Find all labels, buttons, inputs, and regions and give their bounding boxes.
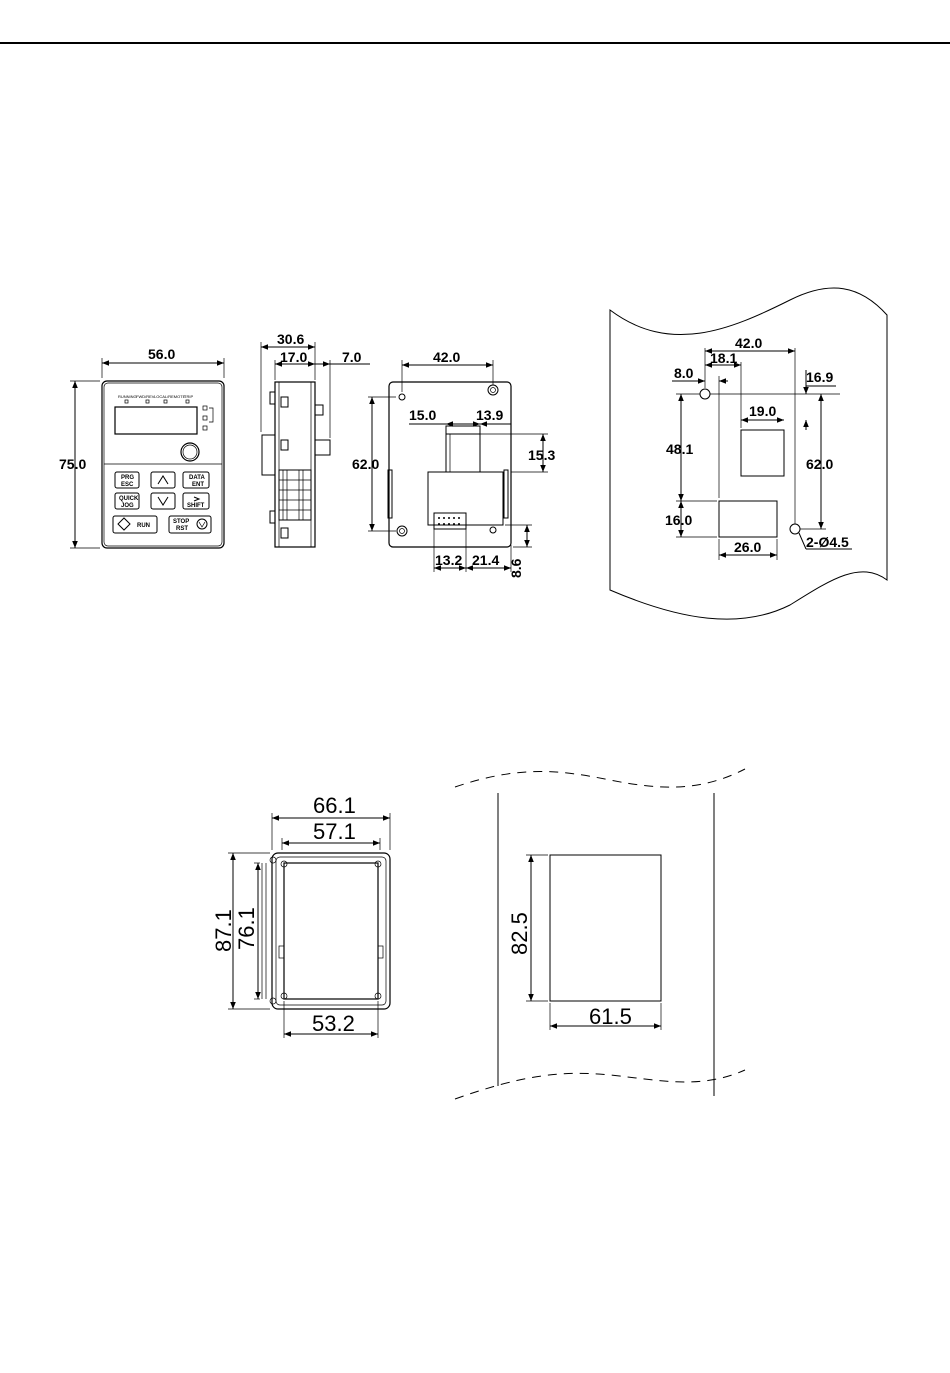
rst-key-label: RST — [176, 526, 188, 532]
dim-cutout-hole-height: 62.0 — [806, 456, 833, 472]
dim-bracket-inner-width: 57.1 — [313, 819, 356, 844]
dim-cutout-offset-c: 16.9 — [806, 369, 833, 385]
dim-side-protrusion: 7.0 — [342, 349, 362, 365]
dim-front-width: 56.0 — [148, 346, 175, 362]
data-key-label: DATA — [189, 475, 205, 481]
panel-mounting-cutout: 42.0 18.1 8.0 16.9 19.0 48.1 62.0 16.0 2… — [610, 288, 887, 619]
dim-bracket-cutout-height: 82.5 — [507, 912, 532, 955]
keypad-side-view: 30.6 17.0 7.0 — [261, 331, 370, 547]
bracket-panel-cutout: 82.5 61.5 — [455, 769, 745, 1099]
dim-back-b: 13.9 — [476, 407, 503, 423]
dim-back-f: 8.6 — [508, 558, 524, 578]
dim-side-body: 17.0 — [280, 349, 307, 365]
mounting-bracket-view: 66.1 57.1 87.1 76.1 53.2 — [211, 793, 390, 1038]
lcd-display — [115, 407, 197, 434]
indicator-label-trip: TRIP — [184, 394, 193, 399]
dim-bracket-outer-height: 87.1 — [211, 909, 236, 952]
dim-back-e: 21.4 — [472, 552, 499, 568]
ent-key-label: ENT — [192, 482, 204, 488]
indicator-label-running: RUNNING — [118, 394, 137, 399]
indicator-label-fwd-rev: FWD/REV — [136, 394, 155, 399]
stop-key-label: STOP — [173, 519, 189, 525]
potentiometer-knob — [181, 443, 199, 461]
dim-side-depth: 30.6 — [277, 331, 304, 347]
run-key-label: RUN — [137, 523, 150, 529]
dim-bracket-bottom-width: 53.2 — [312, 1011, 355, 1036]
dim-bracket-cutout-width: 61.5 — [589, 1004, 632, 1029]
prg-key-label: PRG — [121, 475, 134, 481]
keypad-front-view: RUNNING FWD/REV LOCAL/REMOTE TRIP PRG ES… — [59, 346, 224, 548]
dim-bracket-outer-width: 66.1 — [313, 793, 356, 818]
dim-cutout-rect-height: 16.0 — [665, 512, 692, 528]
indicator-label-local-remote: LOCAL/REMOTE — [154, 394, 186, 399]
dim-cutout-holes: 2-Ø4.5 — [806, 534, 849, 550]
run-key — [113, 516, 157, 533]
dim-back-hole-width: 42.0 — [433, 349, 460, 365]
dim-cutout-vertical: 48.1 — [666, 441, 693, 457]
dim-cutout-rect-width: 26.0 — [734, 539, 761, 555]
dim-front-height: 75.0 — [59, 456, 86, 472]
dim-cutout-hole-width: 42.0 — [735, 335, 762, 351]
dim-cutout-offset-a: 18.1 — [710, 350, 737, 366]
dim-bracket-inner-height: 76.1 — [234, 907, 259, 950]
cutout-rectangle — [719, 501, 777, 537]
cutout-square — [741, 430, 784, 476]
esc-key-label: ESC — [121, 482, 134, 488]
jog-key-label: JOG — [121, 503, 134, 509]
dim-cutout-square-width: 19.0 — [749, 403, 776, 419]
dim-back-a: 15.0 — [409, 407, 436, 423]
keypad-back-view: 42.0 62.0 15.0 13.9 15.3 13.2 21.4 8.6 — [352, 349, 555, 578]
dim-back-c: 15.3 — [528, 447, 555, 463]
dim-cutout-offset-b: 8.0 — [674, 365, 694, 381]
dim-back-hole-height: 62.0 — [352, 456, 379, 472]
dim-back-d: 13.2 — [435, 552, 462, 568]
quick-key-label: QUICK — [119, 496, 139, 502]
bracket-cutout-rect — [550, 855, 661, 1001]
shift-key-label: SHIFT — [187, 503, 205, 509]
up-key — [151, 472, 175, 488]
down-key — [151, 493, 175, 509]
